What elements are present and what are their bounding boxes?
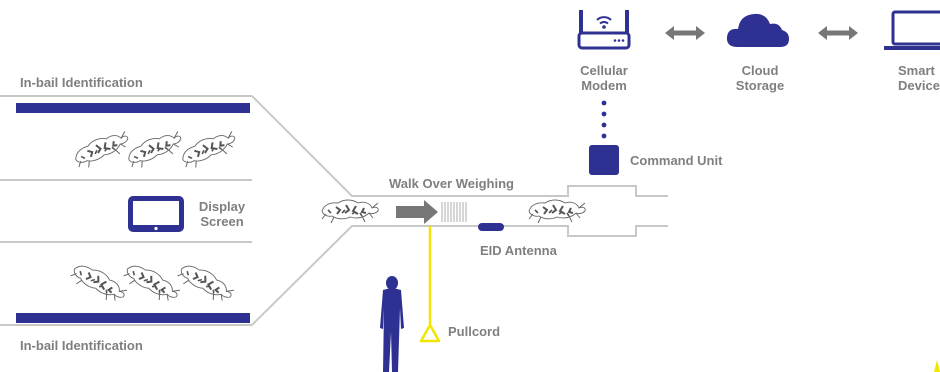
sheep-icon bbox=[67, 258, 130, 309]
cloud-storage-label: Cloud Storage bbox=[728, 63, 792, 93]
race-outline-bottom bbox=[251, 225, 668, 326]
sheep-icon bbox=[120, 258, 183, 309]
cellular-modem-label-line1: Cellular bbox=[580, 63, 628, 78]
sheep-icon bbox=[177, 127, 241, 172]
corner-marker bbox=[934, 360, 940, 372]
cloud-storage-label-line2: Storage bbox=[735, 78, 785, 93]
double-arrow-icon bbox=[818, 26, 858, 40]
in-bail-label-bottom: In-bail Identification bbox=[20, 338, 143, 353]
cellular-modem-label-line2: Modem bbox=[581, 78, 627, 93]
scale-platform bbox=[441, 202, 467, 222]
in-bail-label-top: In-bail Identification bbox=[20, 75, 143, 90]
smart-device-label-line1: Smart bbox=[898, 63, 935, 78]
command-unit-connector bbox=[601, 100, 607, 139]
in-bail-antenna-bar-top bbox=[16, 103, 250, 113]
antenna-icon bbox=[478, 223, 504, 231]
sheep-icon bbox=[70, 127, 134, 172]
cellular-modem-label: Cellular Modem bbox=[574, 63, 634, 93]
command-unit-label: Command Unit bbox=[630, 153, 723, 168]
command-unit-box bbox=[589, 145, 619, 175]
pullcord-label: Pullcord bbox=[448, 324, 501, 339]
cloud-icon bbox=[726, 13, 789, 47]
smart-device-label: Smart Device bbox=[898, 63, 940, 93]
laptop-icon bbox=[884, 10, 940, 50]
display-screen-label-line1: Display bbox=[198, 199, 246, 214]
display-screen-label-line2: Screen bbox=[200, 214, 244, 229]
arrow-icon bbox=[396, 200, 438, 224]
router-icon bbox=[577, 10, 631, 50]
pullcord-icon bbox=[419, 226, 441, 343]
sheep-icon bbox=[123, 127, 187, 172]
person-icon bbox=[380, 276, 404, 372]
smart-device-label-line2: Device bbox=[898, 78, 940, 93]
race-outline-top bbox=[251, 95, 668, 197]
sheep-icon bbox=[174, 258, 237, 309]
in-bail-antenna-bar-bottom bbox=[16, 313, 250, 323]
tablet-icon bbox=[128, 196, 184, 232]
walk-over-weighing-label: Walk Over Weighing bbox=[389, 176, 514, 191]
sheep-icon bbox=[321, 199, 380, 224]
eid-antenna-label: EID Antenna bbox=[480, 243, 557, 258]
cloud-storage-label-line1: Cloud bbox=[741, 63, 779, 78]
display-screen-label: Display Screen bbox=[192, 199, 252, 229]
sheep-icon bbox=[528, 199, 587, 224]
double-arrow-icon bbox=[665, 26, 705, 40]
